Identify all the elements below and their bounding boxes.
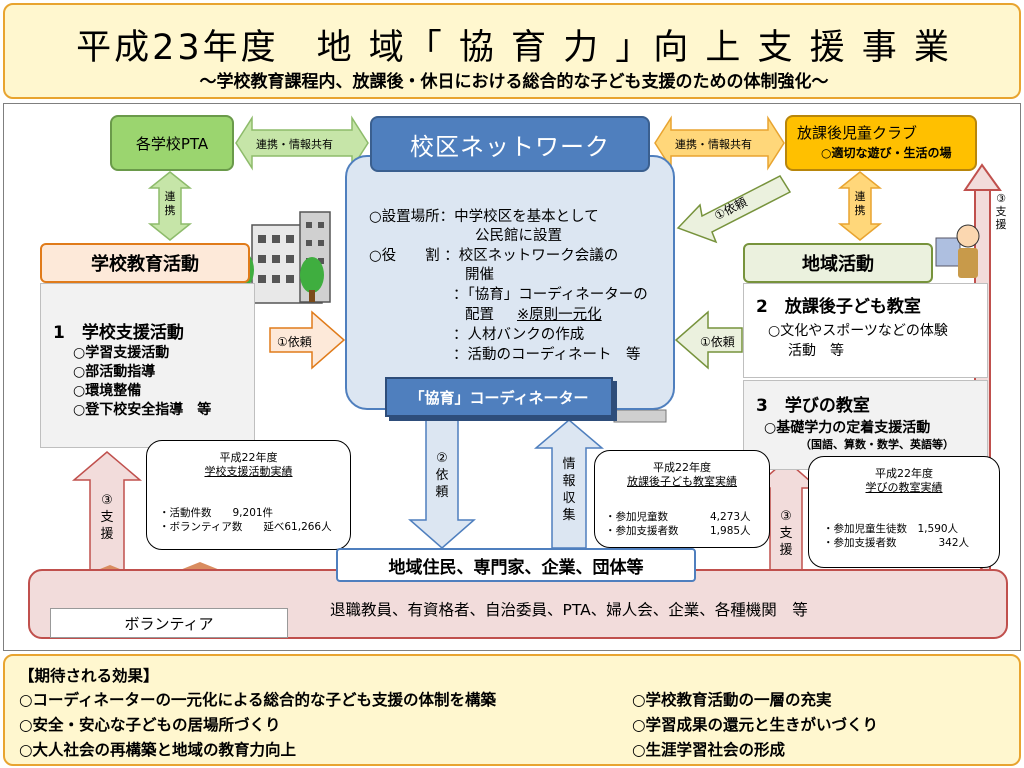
effect-item-left: ○安全・安心な子どもの居場所づくり <box>19 716 281 734</box>
network-line: ○役 割 ：校区ネットワーク会議の <box>369 248 619 264</box>
residents-box: 地域住民、専門家、企業、団体等 <box>336 548 696 582</box>
volunteer-label: ボランティア <box>124 614 214 633</box>
network-line: 配置 <box>465 307 509 323</box>
volunteer-label-box: ボランティア <box>50 608 288 638</box>
effects-heading: 【期待される効果】 <box>19 667 159 685</box>
irai2-down-arrow <box>408 419 476 549</box>
kodomo-title: 2 放課後子ども教室 <box>756 297 921 317</box>
bubble-row: ・参加児童数 4,273人 <box>605 511 751 523</box>
network-line: ：活動のコーディネート 等 <box>453 347 641 363</box>
irai-top-arrow <box>676 175 792 244</box>
bubble-name: 学校支援活動実績 <box>204 465 293 478</box>
bubble-row: ・ボランティア数 延べ61,266人 <box>159 521 332 533</box>
manabi-desc1: ○基礎学力の定着支援活動 <box>764 420 931 436</box>
network-title-box: 校区ネットワーク <box>370 116 650 172</box>
bubble-row: ・参加児童生徒数 1,590人 <box>823 523 959 535</box>
bubble-name: 学びの教室実績 <box>865 481 943 494</box>
bubble-row: ・参加支援者数 1,985人 <box>605 525 751 537</box>
link-share-right-arrow <box>654 115 785 171</box>
network-line-note: ※原則一元化 <box>517 307 602 323</box>
coordinator-box: 「協育」コーディネーター <box>385 377 613 417</box>
page-subtitle: ～学校教育課程内、放課後・休日における総合的な子ども支援のための体制強化～ <box>199 72 829 92</box>
effect-item-right: ○生涯学習社会の形成 <box>632 741 786 759</box>
renkei-left-label: 連携 <box>164 190 176 217</box>
club-title: 放課後児童クラブ <box>797 124 918 142</box>
effect-item-left: ○コーディネーターの一元化による総合的な子ども支援の体制を構築 <box>19 691 496 709</box>
network-line: 公民館に設置 <box>475 228 562 244</box>
kodomo-desc2: 活動 等 <box>788 343 844 359</box>
joho-up-arrow <box>533 419 605 549</box>
school-item: ○部活動指導 <box>73 364 156 380</box>
school-activities-body: 1 学校支援活動 ○学習支援活動 ○部活動指導 ○環境整備 ○登下校安全指導 等 <box>40 283 255 448</box>
school-item: ○登下校安全指導 等 <box>73 402 212 418</box>
irai-left-label: ①依頼 <box>277 335 312 349</box>
community-person-illustration <box>935 224 980 278</box>
manabi-title: 3 学びの教室 <box>756 396 870 416</box>
bubble-year: 平成22年度 <box>875 467 933 480</box>
network-body: ○設置場所：中学校区を基本として 公民館に設置 ○役 割 ：校区ネットワーク会議… <box>345 155 675 410</box>
network-line: ○設置場所：中学校区を基本として <box>369 209 599 225</box>
shien-left-arrow <box>71 451 143 571</box>
bubble-year: 平成22年度 <box>653 461 711 474</box>
pta-label: 各学校PTA <box>135 134 209 153</box>
effect-item-left: ○大人社会の再構築と地域の教育力向上 <box>19 741 297 759</box>
coordinator-label: 「協育」コーディネーター <box>409 388 589 407</box>
bubble-manabi-results: 平成22年度学びの教室実績 ・参加児童生徒数 1,590人 ・参加支援者数 34… <box>808 456 1000 568</box>
network-title: 校区ネットワーク <box>410 132 610 161</box>
bubble-school-results: 平成22年度学校支援活動実績 ・活動件数 9,201件 ・ボランティア数 延べ6… <box>146 440 351 550</box>
after-school-club-box: 放課後児童クラブ ○適切な遊び・生活の場 <box>785 115 977 171</box>
bubble-row: ・活動件数 9,201件 <box>159 507 274 519</box>
page-title: 平成23年度 地 域「 協 育 力 」向 上 支 援 事 業 <box>76 28 952 68</box>
school-head-label: 学校教育活動 <box>91 254 199 275</box>
school-item: ○環境整備 <box>73 383 142 399</box>
network-line: ：人材バンクの作成 <box>453 327 585 343</box>
irai-right-arrow <box>674 310 743 370</box>
renkei-right-arrow <box>837 171 883 241</box>
link-share-right-label: 連携・情報共有 <box>675 138 752 151</box>
manabi-desc2: （国語、算数・数学、英語等） <box>800 438 954 451</box>
bubble-row: ・参加支援者数 342人 <box>823 537 970 549</box>
network-line: 開催 <box>465 267 494 283</box>
resource-band-text: 退職教員、有資格者、自治委員、PTA、婦人会、企業、各種機関 等 <box>330 601 808 619</box>
renkei-right-label: 連携 <box>854 190 866 217</box>
community-head-label: 地域活動 <box>802 254 874 275</box>
residents-label: 地域住民、専門家、企業、団体等 <box>388 557 644 578</box>
expected-effects-panel: 【期待される効果】 ○コーディネーターの一元化による総合的な子ども支援の体制を構… <box>3 654 1021 766</box>
bubble-name: 放課後子ども教室実績 <box>627 475 737 488</box>
link-share-left-arrow <box>235 115 369 171</box>
community-activities-head: 地域活動 <box>743 243 933 283</box>
school-item: ○学習支援活動 <box>73 345 170 361</box>
irai2-label: ②依頼 <box>435 451 449 500</box>
bubble-kodomo-results: 平成22年度放課後子ども教室実績 ・参加児童数 4,273人 ・参加支援者数 1… <box>594 450 770 548</box>
joho-label: 情報収集 <box>562 457 576 523</box>
header-banner: 平成23年度 地 域「 協 育 力 」向 上 支 援 事 業 ～学校教育課程内、… <box>3 3 1021 99</box>
support-right-arrowhead <box>963 163 1002 191</box>
irai-right-label: ①依頼 <box>700 335 735 349</box>
renkei-left-arrow <box>147 171 193 241</box>
effect-item-right: ○学校教育活動の一層の充実 <box>632 691 832 709</box>
irai-left-arrow <box>269 310 346 370</box>
effect-item-right: ○学習成果の還元と生きがいづくり <box>632 716 879 734</box>
school-activities-head: 学校教育活動 <box>40 243 250 283</box>
manabi-classroom-body: 3 学びの教室 ○基礎学力の定着支援活動 （国語、算数・数学、英語等） <box>743 380 988 470</box>
shien-right-label: ③支援 <box>995 192 1007 231</box>
shien-mid-label: ③支援 <box>779 509 793 558</box>
bubble-year: 平成22年度 <box>219 451 278 464</box>
link-share-left-label: 連携・情報共有 <box>256 138 333 151</box>
pta-box: 各学校PTA <box>110 115 234 171</box>
school-support-title: 1 学校支援活動 <box>53 323 184 343</box>
club-subtitle: ○適切な遊び・生活の場 <box>821 146 952 160</box>
network-line: ：「協育」コーディネーターの <box>453 287 648 303</box>
kodomo-classroom-body: 2 放課後子ども教室 ○文化やスポーツなどの体験 活動 等 <box>743 283 988 378</box>
kodomo-desc1: ○文化やスポーツなどの体験 <box>768 323 948 339</box>
shien-left-label: ③支援 <box>100 493 114 542</box>
